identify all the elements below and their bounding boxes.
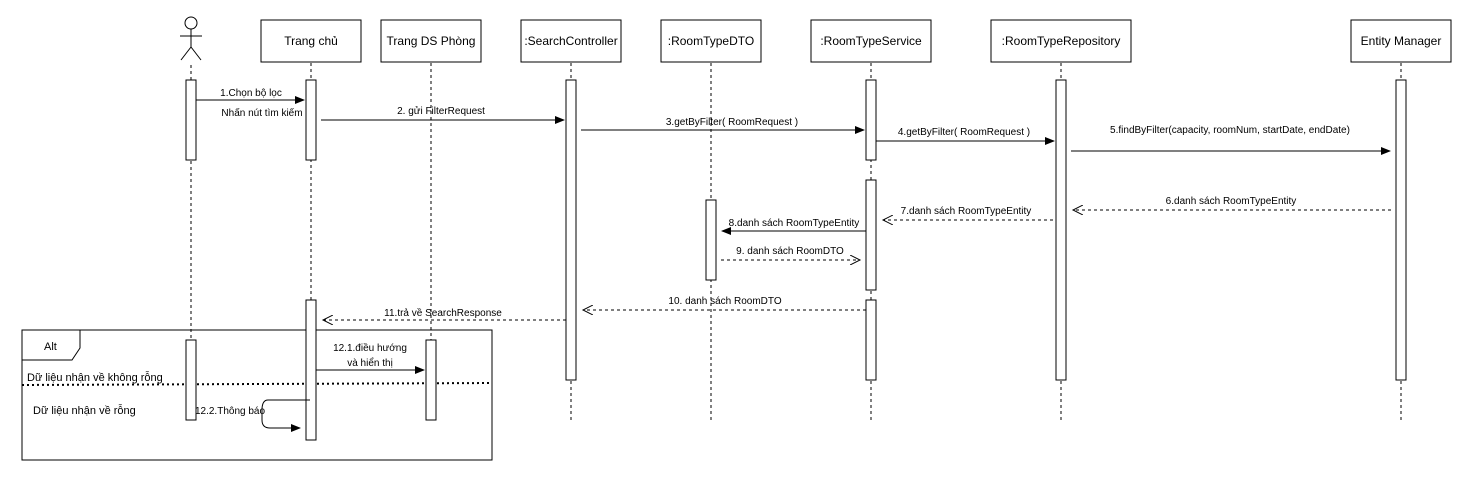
- participant-label-em: Entity Manager: [1361, 34, 1442, 48]
- participant-label-home: Trang chủ: [284, 34, 338, 48]
- activation-dto: [705, 199, 717, 281]
- participant-home: Trang chủ: [260, 19, 362, 63]
- actor-icon: [180, 16, 202, 61]
- participant-repo: :RoomTypeRepository: [990, 19, 1132, 63]
- alt-fragment-frame: [21, 329, 493, 461]
- activation-actor-2: [185, 339, 197, 421]
- message-label-3: 3.getByFilter( RoomRequest ): [666, 117, 798, 128]
- activation-em: [1395, 79, 1407, 381]
- alt-fragment: Alt Dữ liệu nhận về không rỗng Dữ liệu n…: [21, 329, 493, 461]
- message-label-12-1: 12.1.điều hướng: [333, 342, 407, 354]
- message-label-4: 4.getByFilter( RoomRequest ): [898, 127, 1030, 138]
- message-label-7: 7.danh sách RoomTypeEntity: [901, 206, 1032, 217]
- message-sublabel-12-1: và hiển thị: [347, 357, 393, 369]
- message-label-10: 10. danh sách RoomDTO: [668, 296, 781, 307]
- message-label-1: 1.Chọn bộ lọc: [220, 88, 282, 99]
- participant-controller: :SearchController: [520, 19, 622, 63]
- participant-roomlist: Trang DS Phòng: [380, 19, 482, 63]
- message-sublabel-1: Nhấn nút tìm kiếm: [221, 107, 302, 119]
- activation-home-1: [305, 79, 317, 161]
- activation-service-2: [865, 179, 877, 291]
- message-label-5: 5.findByFilter(capacity, roomNum, startD…: [1110, 125, 1350, 136]
- activation-roomlist: [425, 339, 437, 421]
- activations: [185, 79, 1407, 441]
- alt-operator-label: Alt: [44, 341, 57, 353]
- alt-guard-2: Dữ liệu nhận về rỗng: [33, 404, 136, 417]
- activation-actor-1: [185, 79, 197, 161]
- message-label-9: 9. danh sách RoomDTO: [736, 246, 844, 257]
- activation-home-2: [305, 299, 317, 441]
- activation-service-3: [865, 299, 877, 381]
- participant-label-repo: :RoomTypeRepository: [1002, 34, 1121, 48]
- message-label-6: 6.danh sách RoomTypeEntity: [1166, 196, 1297, 207]
- participant-label-controller: :SearchController: [524, 34, 617, 48]
- alt-guard-separator: [21, 382, 493, 386]
- activation-repo: [1055, 79, 1067, 381]
- messages: 1.Chọn bộ lọc Nhấn nút tìm kiếm 2. gửi F…: [195, 88, 1391, 432]
- message-label-12-2: 12.2.Thông báo: [195, 406, 265, 417]
- message-label-8: 8.danh sách RoomTypeEntity: [729, 218, 860, 229]
- participant-label-dto: :RoomTypeDTO: [668, 34, 754, 48]
- participant-label-service: :RoomTypeService: [820, 34, 922, 48]
- message-arrow-12-2: [261, 399, 310, 432]
- activation-controller: [565, 79, 577, 381]
- message-label-2: 2. gửi FilterRequest: [397, 105, 485, 117]
- participant-em: Entity Manager: [1350, 19, 1452, 63]
- message-label-11: 11.trả về SearchResponse: [384, 307, 502, 319]
- alt-guard-1: Dữ liệu nhận về không rỗng: [27, 371, 163, 384]
- participant-label-roomlist: Trang DS Phòng: [387, 34, 476, 48]
- alt-fragment-tab: [22, 329, 81, 361]
- activation-service-1: [865, 79, 877, 161]
- participant-service: :RoomTypeService: [810, 19, 932, 63]
- participant-dto: :RoomTypeDTO: [660, 19, 762, 63]
